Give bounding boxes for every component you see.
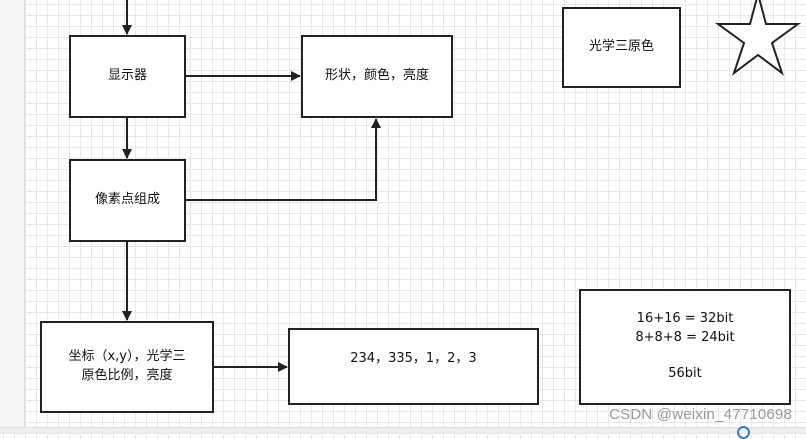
- bit-count-total: 56bit: [668, 366, 702, 382]
- bit-count-line-2: 8+8+8 = 24bit: [635, 329, 735, 345]
- node-display-label: 显示器: [107, 68, 147, 84]
- star-shape: [714, 0, 802, 76]
- bottom-scroll-track[interactable]: [0, 427, 806, 433]
- node-coordinates-line-2: 原色比例，亮度: [81, 368, 173, 383]
- bit-count-line-1: 16+16 = 32bit: [636, 310, 734, 326]
- node-bit-count: 16+16 = 32bit 8+8+8 = 24bit 56bit: [579, 289, 791, 405]
- node-coordinates-line-1: 坐标（x,y），光学三: [68, 349, 186, 365]
- node-values: 234，335，1，2，3: [288, 328, 539, 405]
- node-values-label: 234，335，1，2，3: [350, 351, 477, 366]
- node-primary-colors-label: 光学三原色: [588, 39, 654, 55]
- node-pixel-composition: 像素点组成: [69, 159, 186, 242]
- node-display: 显示器: [69, 35, 186, 118]
- canvas-left-gutter: [0, 0, 25, 433]
- node-pixels-label: 像素点组成: [94, 192, 160, 208]
- node-coordinates: 坐标（x,y），光学三 原色比例，亮度: [40, 321, 214, 413]
- node-shape-color-brightness: 形状，颜色，亮度: [301, 35, 453, 118]
- node-shape-label: 形状，颜色，亮度: [324, 68, 429, 84]
- arrow-pixels-to-shape: [185, 118, 381, 201]
- watermark: CSDN @weixin_47710698: [609, 406, 792, 423]
- node-primary-colors: 光学三原色: [562, 7, 681, 88]
